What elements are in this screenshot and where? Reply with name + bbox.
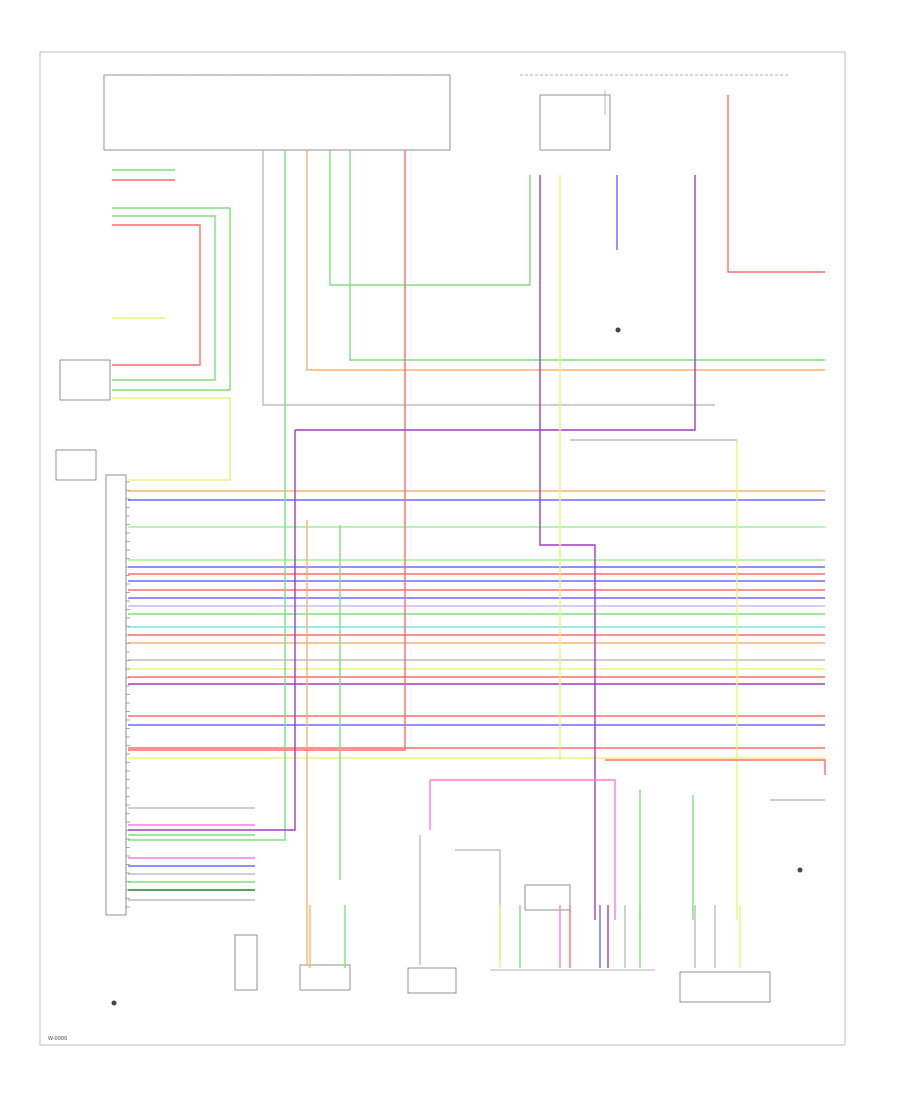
wire-39 [539,175,596,920]
left-bottom-connector [234,934,258,991]
wire-51 [605,759,826,775]
wire-41 [295,175,696,431]
wire-37 [349,150,825,361]
wire-36 [329,150,531,286]
wire-33 [128,150,286,841]
wire-62 [112,397,231,481]
wire-59 [112,215,216,381]
bottom-component-2 [407,967,457,994]
bottom-component-1 [299,964,351,991]
main-connector [105,474,127,916]
wire-54 [455,849,501,960]
wire-60 [112,224,201,366]
ground-symbol-2 [797,867,803,873]
wire-34 [306,150,825,371]
wire-44 [727,95,825,273]
control-unit-label-box [524,884,571,911]
wire-40 [128,430,296,831]
fuse-relay-box [103,74,451,151]
ground-symbol-1 [615,327,621,333]
wire-50 [430,779,616,920]
wire-38 [128,150,406,751]
page-code: W-0000 [48,1036,67,1042]
wires-group [112,95,826,968]
wire-32 [262,150,715,406]
sensor-block [55,449,97,481]
ground-symbol-3 [111,1000,117,1006]
relay-box [539,94,611,151]
bottom-component-3 [679,971,771,1003]
diagram-frame [39,51,846,1046]
left-switch-block [59,359,111,401]
wire-58 [112,207,231,391]
